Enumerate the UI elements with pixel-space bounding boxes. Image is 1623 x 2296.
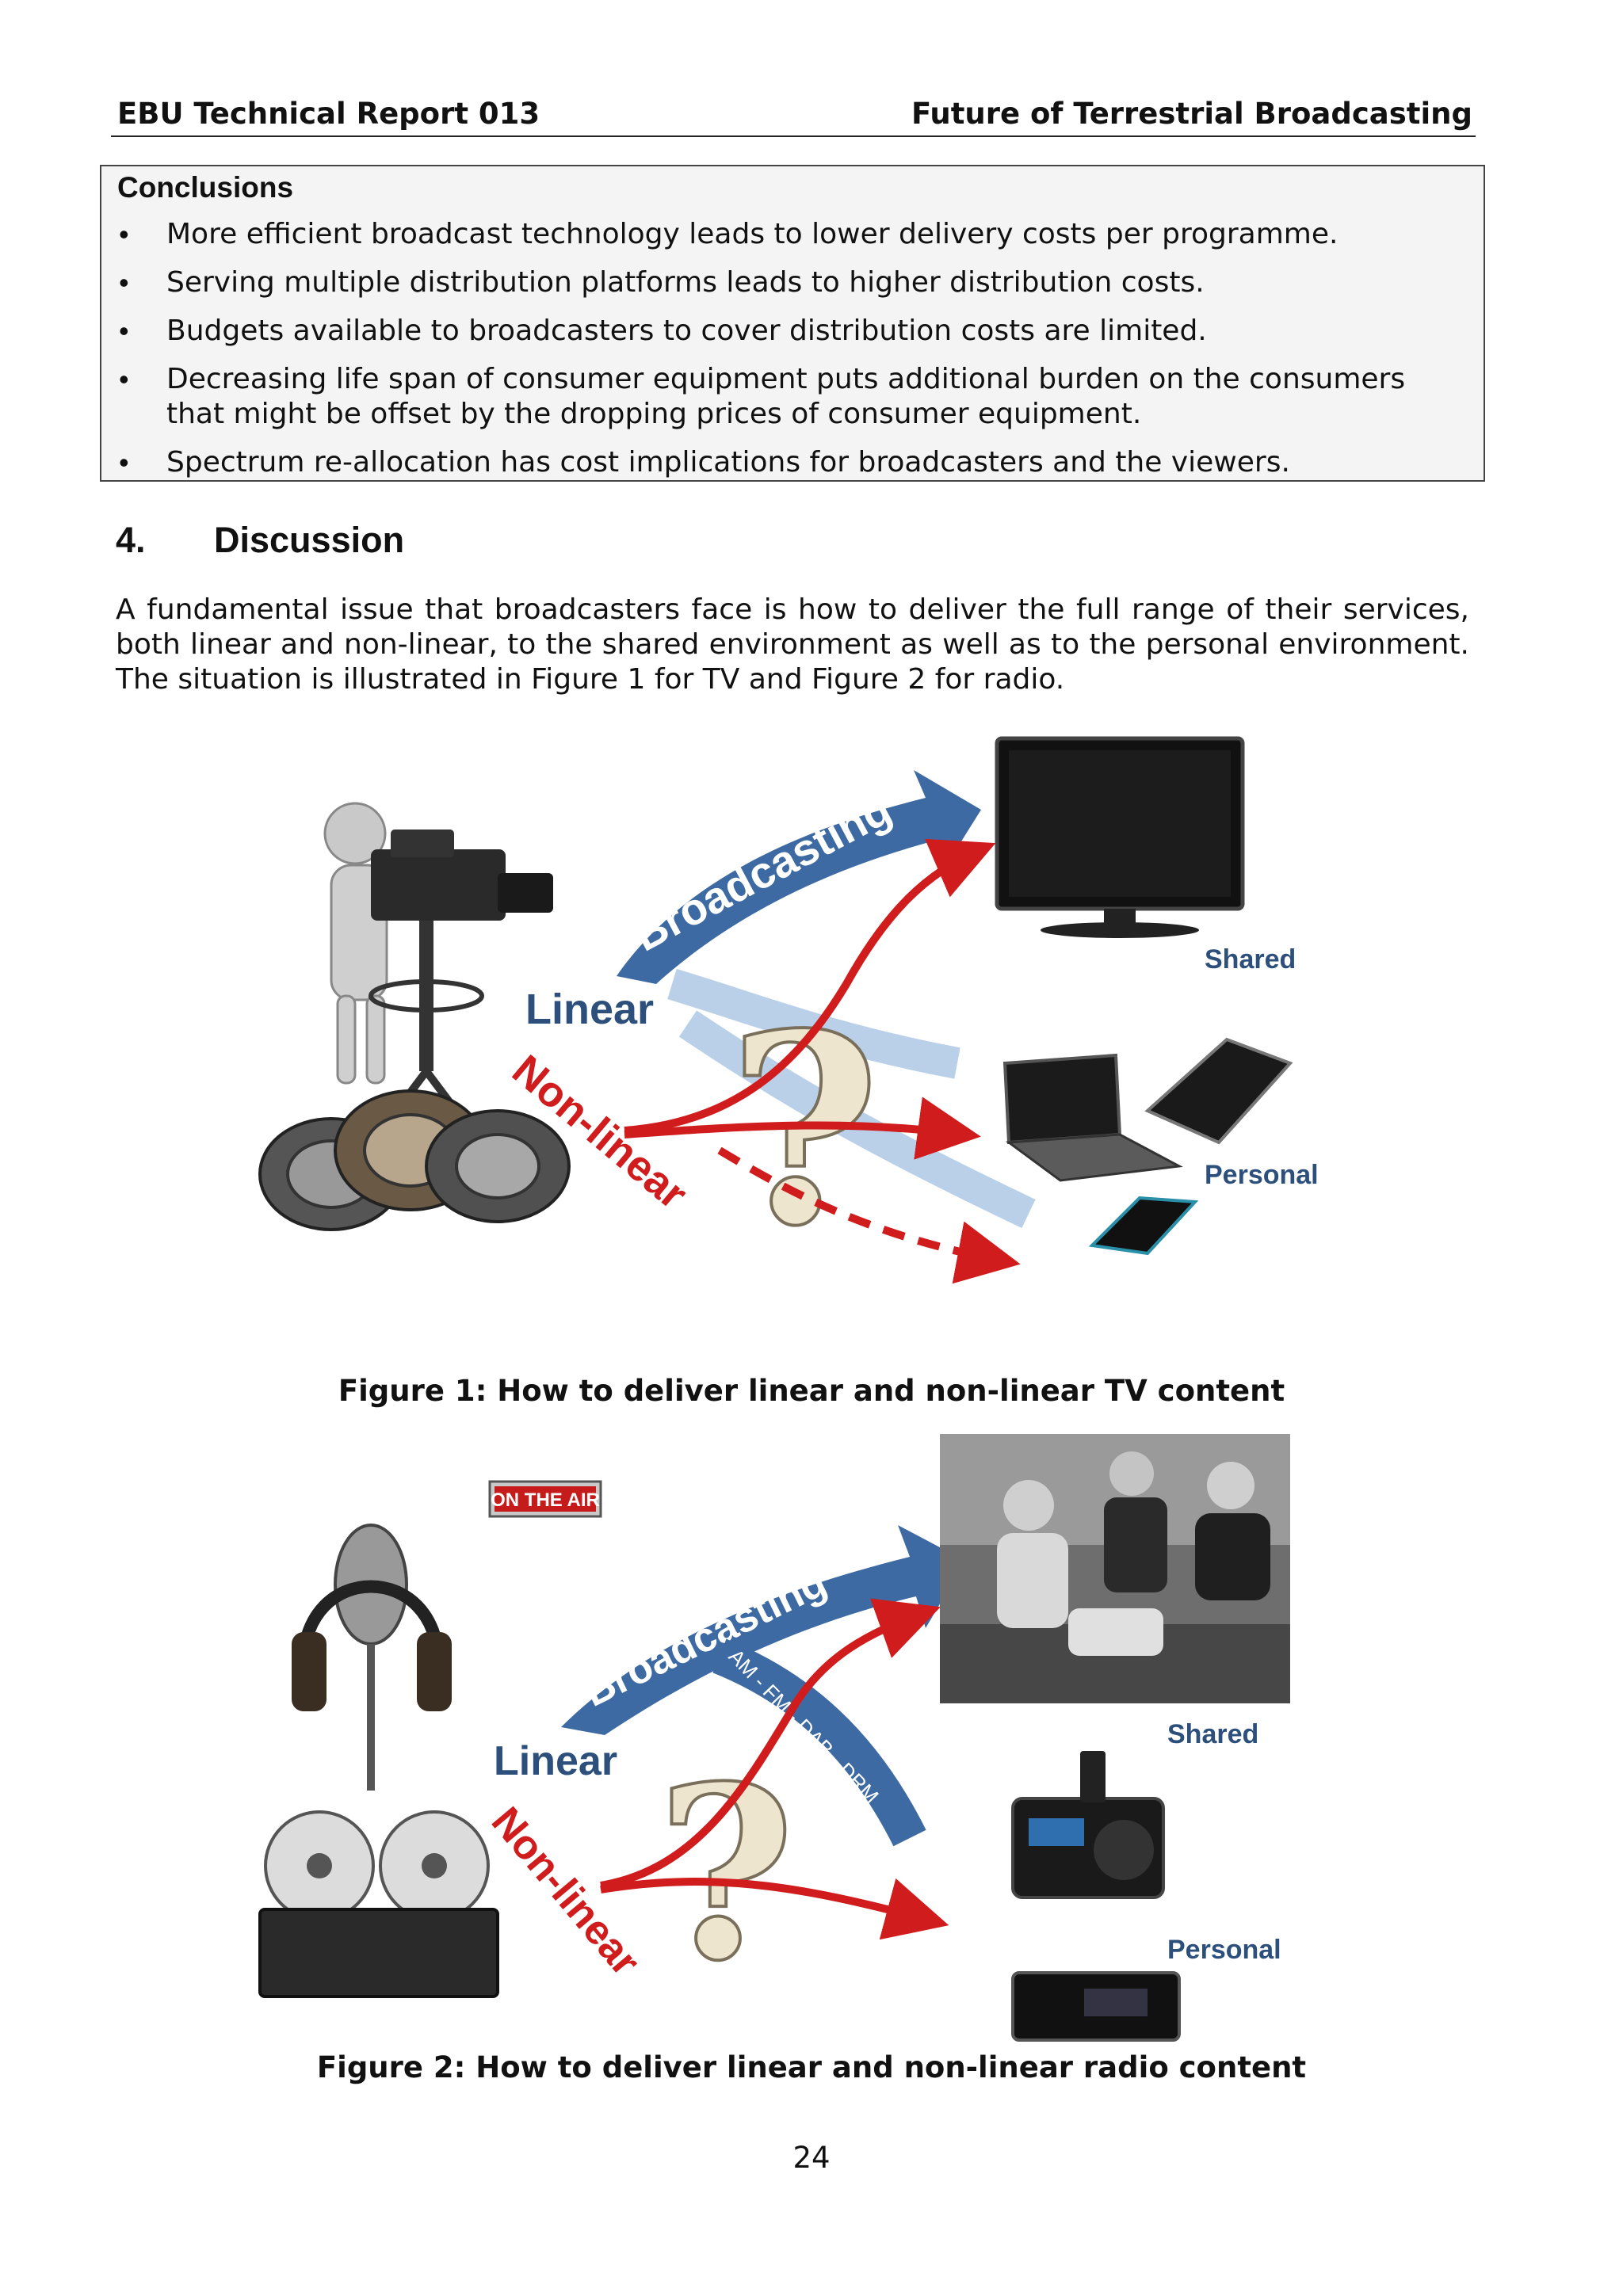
laptop-icon (1002, 1053, 1183, 1182)
phone-icon (1088, 1196, 1199, 1256)
report-title: EBU Technical Report 013 (117, 97, 540, 131)
personal-label: Personal (1167, 1935, 1281, 1965)
nonlinear-arrow-personal-icon (600, 1878, 949, 1940)
conclusions-box: Conclusions •More efficient broadcast te… (100, 165, 1485, 482)
nonlinear-arrow-shared-icon (624, 838, 996, 1135)
on-the-air-sign-icon: ON THE AIR (488, 1480, 602, 1518)
document-title: Future of Terrestrial Broadcasting (911, 97, 1472, 131)
bullet-icon: • (119, 315, 129, 347)
microphone-icon (292, 1524, 452, 1791)
broadcast-bands-arrow-icon (712, 1638, 926, 1847)
conclusions-title: Conclusions (117, 171, 294, 204)
bullet-icon: • (119, 363, 129, 395)
shared-label: Shared (1205, 944, 1296, 974)
personal-label: Personal (1205, 1160, 1319, 1190)
bullet-icon: • (119, 218, 129, 250)
list-item: •Serving multiple distribution platforms… (119, 266, 1205, 299)
light-arrow-device-icon (678, 1010, 1036, 1229)
list-item: •More efficient broadcast technology lea… (119, 218, 1338, 250)
section-number: 4. (116, 520, 146, 560)
section-heading: 4. Discussion (116, 520, 404, 561)
tablet-icon (1144, 1037, 1293, 1145)
nonlinear-arrow-shared-icon (600, 1598, 941, 1890)
nonlinear-arrow-personal-icon (624, 1097, 981, 1160)
nonlinear-dashed-arrow-icon (717, 1146, 1021, 1284)
nonlinear-label: Non-linear (483, 1798, 649, 1984)
camera-operator-icon (323, 802, 553, 1137)
figure-1-diagram: Broadcasting ? Linear Non-linear Shared … (258, 736, 1319, 1285)
section-title: Discussion (214, 520, 405, 560)
figure-2-caption: Figure 2: How to deliver linear and non-… (316, 2050, 1307, 2084)
body-paragraph: A fundamental issue that broadcasters fa… (116, 593, 1469, 696)
list-item: •Decreasing life span of consumer equipm… (119, 363, 1406, 430)
bullet-icon: • (119, 446, 129, 479)
header-rule (111, 135, 1476, 137)
radio-icon (1011, 1751, 1165, 1899)
list-item: •Budgets available to broadcasters to co… (119, 315, 1207, 347)
figure-2-diagram: ON THE AIR Broadcasting AM - FM - DAB - … (258, 1434, 1290, 2042)
broadcasting-arrow (561, 1525, 965, 1735)
broadcasting-label: Broadcasting (625, 784, 899, 961)
linear-label: Linear (525, 986, 654, 1033)
svg-text:ON THE AIR: ON THE AIR (491, 1489, 600, 1511)
figure-1-caption: Figure 1: How to deliver linear and non-… (338, 1374, 1285, 1408)
conclusions-list: •More efficient broadcast technology lea… (101, 217, 1484, 494)
light-arrow-personal-icon (667, 968, 960, 1079)
broadcasting-arrow (617, 770, 981, 984)
question-mark-icon: ? (656, 1733, 796, 2013)
family-listening-photo-icon (940, 1434, 1290, 1703)
bullet-icon: • (119, 266, 129, 299)
page-number: 24 (792, 2141, 831, 2175)
tv-icon (995, 736, 1245, 938)
linear-label: Linear (494, 1738, 617, 1784)
shared-label: Shared (1167, 1719, 1258, 1749)
film-reels-icon (258, 1089, 571, 1231)
car-radio-icon (1011, 1971, 1181, 2042)
list-item: •Spectrum re-allocation has cost implica… (119, 446, 1290, 479)
reel-to-reel-icon (258, 1810, 499, 1998)
